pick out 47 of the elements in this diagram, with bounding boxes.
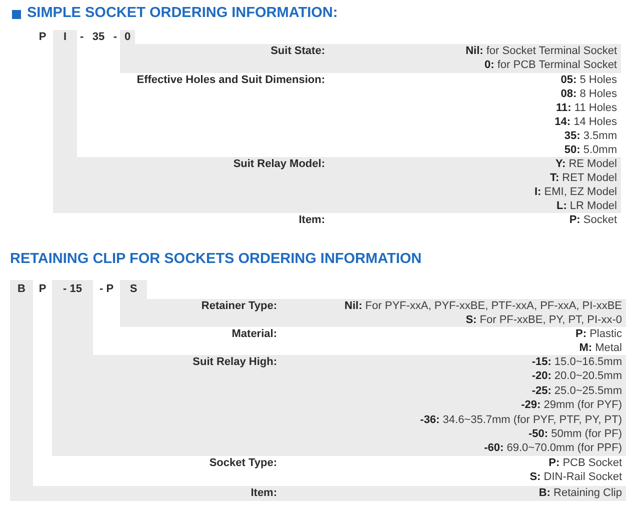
option-text: 50: 5.0mm [564,143,617,157]
option-text: I: EMI, EZ Model [534,185,617,199]
code-text: - P [99,282,114,297]
option-text: T: RET Model [550,171,617,185]
option-text: 0: for PCB Terminal Socket [484,58,617,72]
option-text: Nil: for Socket Terminal Socket [466,44,617,58]
code-text: P [38,282,46,297]
option-text: Y: RE Model [555,157,617,171]
option-text: P: Plastic [576,327,622,342]
code-text: P [38,30,46,44]
section-heading: SIMPLE SOCKET ORDERING INFORMATION: [27,5,338,22]
option-text: S: DIN-Rail Socket [530,470,622,485]
field-label: Item: [250,486,277,500]
option-text: -25: 25.0~25.5mm [532,384,622,398]
field-label: Item: [298,213,325,227]
option-text: -60: 69.0~70.0mm (for PPF) [484,441,622,456]
field-label: Material: [232,327,277,342]
option-text: 14: 14 Holes [554,115,617,129]
option-text: -15: 15.0~16.5mm [532,355,622,370]
option-text: 08: 8 Holes [560,87,617,101]
option-text: -29: 29mm (for PYF) [521,398,622,413]
field-label: Suit State: [270,44,325,58]
option-text: 11: 11 Holes [556,101,617,115]
option-text: P: Socket [569,213,617,227]
option-text: L: LR Model [556,199,617,213]
field-label: Retainer Type: [201,299,277,314]
option-text: Nil: For PYF-xxA, PYF-xxBE, PTF-xxA, PF-xxA, PI-xxBE [344,299,622,314]
field-label: Suit Relay High: [192,355,277,370]
code-text: - 35 - [80,30,118,44]
code-text: S [130,282,138,297]
code-text: I [63,30,67,44]
field-label: Effective Holes and Suit Dimension: [136,73,325,87]
code-text: - 15 [63,282,82,297]
field-label: Socket Type: [209,456,277,470]
option-text: B: Retaining Clip [538,486,622,500]
option-text: S: For PF-xxBE, PY, PT, PI-xx-0 [466,313,622,328]
option-text: -50: 50mm (for PF) [528,427,622,442]
code-text: 0 [124,30,131,44]
option-text: 35: 3.5mm [564,129,617,143]
section-heading: RETAINING CLIP FOR SOCKETS ORDERING INFORMATION [10,251,422,268]
field-label: Suit Relay Model: [233,157,325,171]
option-text: 05: 5 Holes [560,73,617,87]
option-text: M: Metal [579,341,622,356]
option-text: -20: 20.0~20.5mm [532,369,622,384]
option-text: -36: 34.6~35.7mm (for PYF, PTF, PY, PT) [420,412,622,427]
code-text: B [18,282,26,297]
option-text: P: PCB Socket [548,456,622,470]
